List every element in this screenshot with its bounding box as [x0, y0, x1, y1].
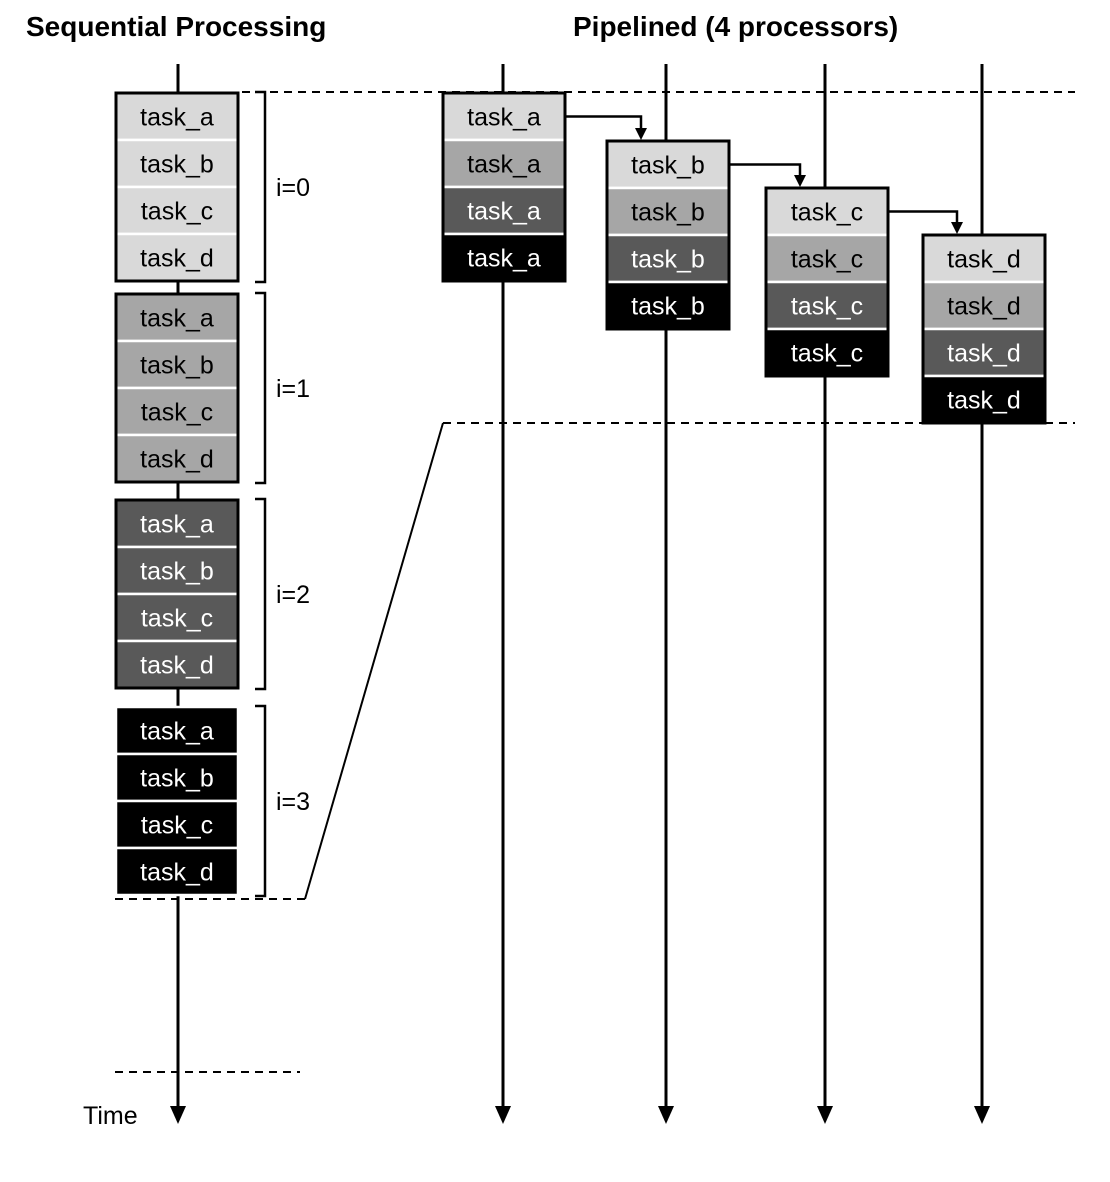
- sequential-cell-label: task_c: [141, 198, 213, 226]
- processor-cell-label: task_b: [631, 199, 705, 227]
- processor-cell-label: task_c: [791, 293, 863, 321]
- sequential-iteration-border: [114, 292, 240, 484]
- processor-cell-iteration-3: [764, 327, 890, 378]
- sequential-cell-task_b: [114, 752, 240, 803]
- iteration-bracket: [255, 497, 267, 691]
- iteration-label: i=0: [276, 174, 310, 202]
- sequential-cell-task_c: [114, 799, 240, 850]
- sequential-cell-task_b: [114, 545, 240, 596]
- handoff-arrow-line: [565, 115, 643, 130]
- sequential-iteration-border: [114, 498, 240, 690]
- processor-2-block: task_b task_b task_b task_b: [605, 139, 731, 331]
- sequential-cell-label: task_b: [140, 558, 214, 586]
- sequential-cell-label: task_d: [140, 652, 214, 680]
- sequential-cell-label: task_b: [140, 352, 214, 380]
- sequential-iteration-border: [114, 91, 240, 283]
- handoff-arrow-line: [888, 210, 959, 224]
- processor-cell-label: task_b: [631, 293, 705, 321]
- sequential-cell-task_c: [114, 185, 240, 236]
- sequential-blocks: task_atask_btask_ctask_dtask_atask_btask…: [114, 91, 240, 897]
- processor-3-block: task_c task_c task_c task_c: [764, 186, 890, 378]
- sequential-title: Sequential Processing: [26, 11, 326, 42]
- iteration-label: i=3: [276, 788, 310, 816]
- iteration-bracket: [255, 90, 267, 284]
- processor-3-arrowhead: [817, 1106, 833, 1124]
- processor-block-border: [605, 139, 731, 331]
- sequential-iteration-1: task_a task_b task_c task_d: [114, 292, 240, 484]
- processor-4-arrowhead: [974, 1106, 990, 1124]
- processor-cell-label: task_a: [467, 151, 541, 179]
- sequential-cell-task_d: [114, 846, 240, 897]
- iteration-bracket: [255, 704, 267, 898]
- iteration-label: i=2: [276, 581, 310, 609]
- sequential-cell-task_b: [114, 339, 240, 390]
- processor-cell-label: task_c: [791, 246, 863, 274]
- processor-cell-label: task_c: [791, 340, 863, 368]
- handoff-arrowhead: [635, 128, 647, 140]
- processor-cell-iteration-0: [921, 233, 1047, 284]
- iteration-label: i=1: [276, 375, 310, 403]
- sequential-cell-label: task_d: [140, 446, 214, 474]
- sequential-cell-label: task_b: [140, 151, 214, 179]
- sequential-cell-task_a: [114, 705, 240, 756]
- handoff-arrowhead: [951, 222, 963, 234]
- sequential-cell-label: task_c: [141, 812, 213, 840]
- sequential-time-arrowhead: [170, 1106, 186, 1124]
- processor-cell-label: task_b: [631, 152, 705, 180]
- sequential-cell-label: task_a: [140, 511, 214, 539]
- handoff-arrowhead: [794, 175, 806, 187]
- comparison-connector-line: [304, 422, 444, 900]
- sequential-iteration-2: task_a task_b task_c task_d: [114, 498, 240, 690]
- pipelined-title: Pipelined (4 processors): [573, 11, 898, 42]
- processor-4-block: task_d task_d task_d task_d: [921, 233, 1047, 425]
- sequential-cell-label: task_c: [141, 399, 213, 427]
- time-label: Time: [83, 1102, 138, 1130]
- pipelined-blocks: task_atask_atask_atask_atask_btask_btask…: [441, 91, 1047, 425]
- processor-cell-label: task_a: [467, 104, 541, 132]
- processor-block-border: [764, 186, 890, 378]
- processor-1-arrowhead: [495, 1106, 511, 1124]
- sequential-cell-task_c: [114, 386, 240, 437]
- processor-cell-label: task_d: [947, 340, 1021, 368]
- processor-2-arrowhead: [658, 1106, 674, 1124]
- processor-cell-label: task_d: [947, 387, 1021, 415]
- processor-cell-label: task_a: [467, 245, 541, 273]
- sequential-cell-label: task_d: [140, 859, 214, 887]
- processor-block-border: [921, 233, 1047, 425]
- processor-cell-label: task_d: [947, 246, 1021, 274]
- sequential-cell-label: task_b: [140, 765, 214, 793]
- processor-1-block: task_a task_a task_a task_a: [441, 91, 567, 283]
- iteration-brackets: i=0 i=1 i=2 i=3: [255, 90, 310, 898]
- processor-cell-label: task_a: [467, 198, 541, 226]
- sequential-cell-label: task_d: [140, 245, 214, 273]
- sequential-cell-task_d: [114, 232, 240, 283]
- processor-cell-label: task_b: [631, 246, 705, 274]
- sequential-cell-label: task_a: [140, 305, 214, 333]
- sequential-cell-label: task_a: [140, 718, 214, 746]
- processor-block-border: [441, 91, 567, 283]
- sequential-cell-label: task_a: [140, 104, 214, 132]
- sequential-iteration-3: task_a task_b task_c task_d: [114, 705, 240, 897]
- sequential-cell-label: task_c: [141, 605, 213, 633]
- iteration-bracket: [255, 291, 267, 485]
- sequential-iteration-0: task_a task_b task_c task_d: [114, 91, 240, 283]
- processor-cell-iteration-3: [921, 374, 1047, 425]
- handoff-arrow-line: [729, 163, 802, 177]
- handoff-arrows: [565, 115, 963, 234]
- reference-lines: [115, 91, 1075, 1073]
- processor-cell-label: task_c: [791, 199, 863, 227]
- processor-cell-label: task_d: [947, 293, 1021, 321]
